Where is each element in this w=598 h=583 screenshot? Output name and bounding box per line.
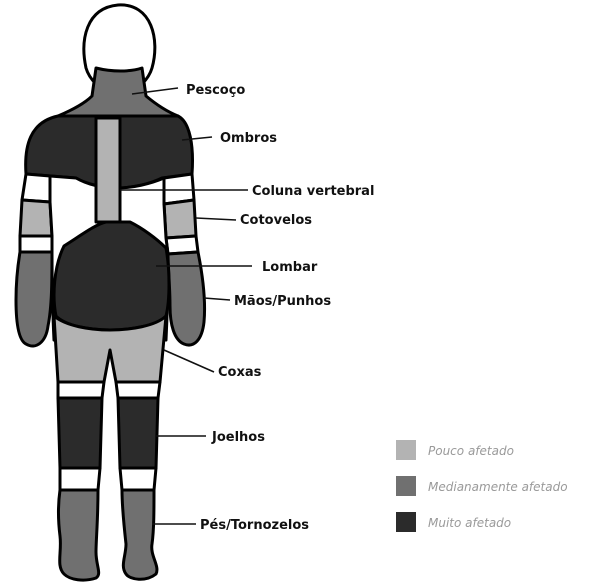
thigh-lower-white	[58, 382, 104, 398]
region-neck	[58, 68, 178, 116]
label-ombros: Ombros	[220, 131, 277, 146]
legend-swatch-pouco	[396, 440, 416, 460]
legend-label-medianamente: Medianamente afetado	[428, 480, 568, 494]
region-foot-right	[122, 490, 157, 579]
label-joelhos: Joelhos	[211, 430, 265, 445]
legend-swatch-medianamente	[396, 476, 416, 496]
label-maos: Mãos/Punhos	[234, 294, 331, 309]
label-pes: Pés/Tornozelos	[200, 518, 309, 533]
region-elbow-left	[20, 200, 52, 236]
legend: Pouco afetado Medianamente afetado Muito…	[396, 440, 568, 532]
legend-label-pouco: Pouco afetado	[428, 444, 514, 458]
shin-right-white	[120, 468, 156, 490]
leader-thighs	[164, 350, 214, 372]
region-spine	[96, 118, 120, 222]
legend-swatch-muito	[396, 512, 416, 532]
region-knee-left	[58, 398, 102, 468]
leader-hands	[204, 298, 230, 300]
leader-elbows	[196, 218, 236, 220]
label-lombar: Lombar	[262, 260, 318, 275]
label-coxas: Coxas	[218, 365, 262, 380]
label-coluna: Coluna vertebral	[252, 184, 374, 199]
thigh-lower-white-right	[116, 382, 160, 398]
forearm-left-white	[20, 236, 52, 252]
region-elbow-right	[164, 200, 196, 238]
label-cotovelos: Cotovelos	[240, 213, 312, 228]
human-figure-back-view	[16, 5, 205, 580]
region-hand-left	[16, 252, 52, 346]
legend-label-muito: Muito afetado	[428, 516, 511, 530]
shin-left-white	[60, 468, 100, 490]
upper-arm-left-white	[22, 174, 50, 202]
region-labels: Pescoço Ombros Coluna vertebral Cotovelo…	[186, 83, 374, 533]
region-knee-right	[118, 398, 158, 468]
region-foot-left	[59, 490, 99, 580]
label-pescoco: Pescoço	[186, 83, 245, 98]
